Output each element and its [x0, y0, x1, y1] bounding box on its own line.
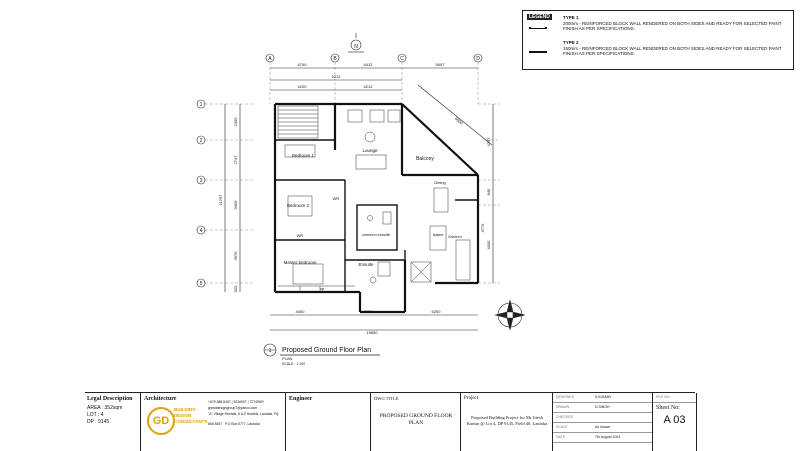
architecture-cell: Architecture GD BUILDING DESIGN CONSULTA…: [140, 393, 286, 451]
dim-right1: 4747: [486, 137, 491, 147]
dim-diag: 6500: [454, 116, 465, 126]
grid-col-a: A: [268, 56, 272, 62]
bed-icon: [287, 195, 313, 217]
dim-left5: 950: [233, 285, 238, 292]
project-cell: Project Proposed Building Project for Mr…: [460, 393, 553, 451]
room-bedroom2: Bedroom 2: [287, 203, 310, 208]
legend-header: LEGEND: [527, 14, 552, 20]
north-label: N: [354, 44, 358, 50]
room-dining: Dining: [434, 180, 445, 185]
type1-title: TYPE 1: [563, 15, 579, 20]
type2-text: 150mm - REINFORCED BLOCK WALL RENDERED O…: [563, 46, 782, 56]
dwg-title-cell: DWG TITLE: PROPOSED GROUND FLOOR PLAN: [370, 393, 461, 451]
room-balcony: Balcony: [416, 156, 434, 162]
grid-col-d: D: [476, 56, 480, 62]
sofa-icon: [347, 109, 363, 123]
dim-left3: 3005: [233, 200, 238, 210]
drawing-title: Proposed Ground Floor Plan: [282, 347, 371, 354]
dim-left2: 2747: [233, 155, 238, 165]
room-island: Island: [433, 232, 444, 237]
grid-col-c: C: [400, 56, 404, 62]
dim-left4: 3676: [233, 251, 238, 261]
floor-plan-drawing: N A B C D 1 2 3 4 5 4700 4412 5007 9212 …: [196, 33, 526, 366]
stair-up-label: up: [320, 286, 325, 291]
dim-top-total: 9212: [332, 74, 342, 79]
room-kitchen: Kitchen: [448, 234, 461, 239]
dim-bottom-total: 19650: [366, 330, 378, 335]
grid-col-b: B: [333, 56, 337, 62]
drawing-number: 1: [269, 348, 272, 354]
island-icon: [429, 225, 447, 251]
drawing-sub: PLAN: [282, 356, 293, 361]
room-wr2: WR: [333, 196, 340, 201]
title-block: Legal Description AREA : 352sqm LOT : 4 …: [85, 392, 697, 451]
project-text: Proposed Building Project for Mr Jitesh …: [466, 415, 548, 426]
type1-line-icon: [529, 27, 547, 29]
stove-icon: [410, 261, 432, 283]
room-master: Master bedroom: [284, 260, 317, 265]
grid-row-1: 1: [200, 102, 203, 108]
sheet-number: A 03: [663, 414, 686, 426]
grid-row-2: 2: [200, 138, 203, 144]
sheet-cell: FILE NO: Sheet No: A 03: [652, 393, 697, 451]
dim-right4: 4005: [486, 240, 491, 250]
company-logo-icon: GD: [147, 407, 175, 435]
contact-info: +679 888 8457 | 9216907 | 7274950* grand…: [208, 400, 279, 426]
grid-row-5: 5: [200, 281, 203, 287]
dim-top-sub2: 4212: [364, 84, 374, 89]
dining-table-icon: [433, 187, 449, 213]
legend-box: LEGEND TYPE 1 200mm - REINFORCED BLOCK W…: [522, 10, 794, 70]
drawing-info: DESIGNED K.KUMAR DRAWN D.SINGH CHECKED S…: [552, 393, 653, 451]
engineer-cell: Engineer: [285, 393, 371, 451]
legal-description: Legal Description AREA : 352sqm LOT : 4 …: [87, 396, 133, 425]
dim-left1: 2300: [233, 117, 238, 127]
coffee-table-icon: [364, 131, 376, 143]
type2-line-icon: [529, 51, 547, 53]
logo-text: BUILDING DESIGN CONSULTANTS: [174, 407, 208, 424]
type2-title: TYPE 2: [563, 40, 579, 45]
room-lounge: Lounge: [362, 148, 378, 153]
room-wr1: WR: [297, 233, 304, 238]
dim-right2: 845: [486, 188, 491, 195]
grid-row-4: 4: [200, 228, 203, 234]
dwg-title: PROPOSED GROUND FLOOR PLAN: [379, 413, 453, 426]
dim-left-total: 11767: [218, 194, 223, 206]
dim-top3: 5007: [436, 62, 446, 67]
type1-text: 200mm - REINFORCED BLOCK WALL RENDERED O…: [563, 21, 782, 31]
dim-top2: 4412: [364, 62, 374, 67]
dim-top1: 4700: [298, 62, 308, 67]
room-ensuite: Ensuite: [358, 262, 374, 267]
drawing-scale: SCALE : 1:100: [282, 362, 305, 366]
dim-bottom3: 5200: [432, 309, 442, 314]
dim-bottom1: 4400: [296, 309, 306, 314]
dim-right3: 4775: [480, 223, 485, 233]
grid-row-3: 3: [200, 178, 203, 184]
north-arrow-icon: [350, 39, 362, 51]
dim-top-sub1: 4200: [298, 84, 308, 89]
room-common-ensuite: common ensuite: [362, 233, 390, 237]
room-bedroom1: Bedroom 1: [292, 153, 315, 158]
dim-bottom2: 3250: [364, 309, 374, 314]
